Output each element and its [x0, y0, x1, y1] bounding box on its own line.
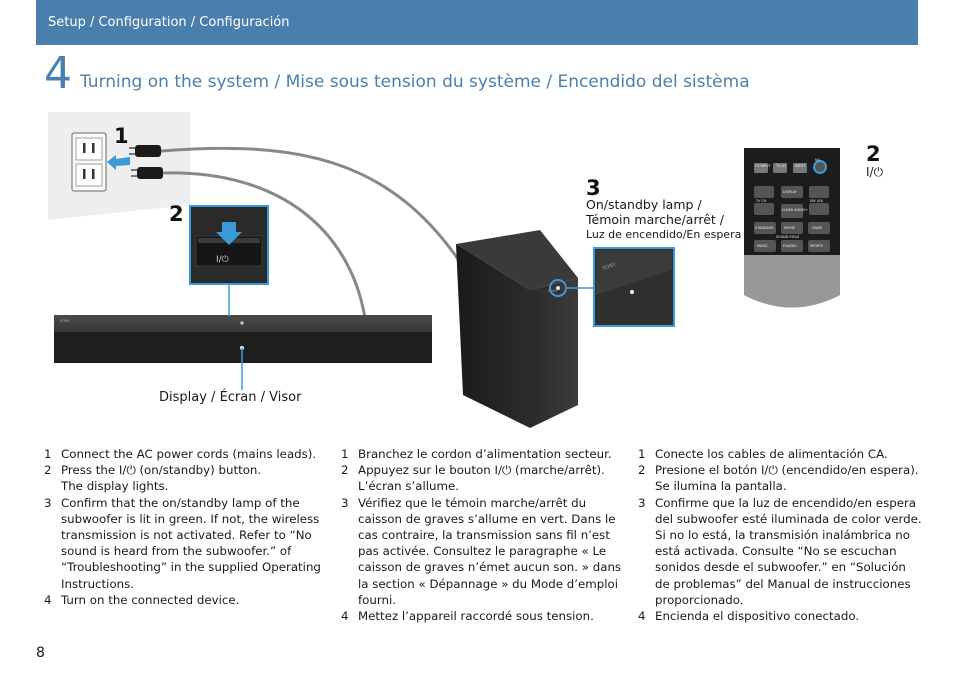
- remote-tv-ch: TV CH: [755, 199, 767, 203]
- item-number: 3: [638, 495, 646, 510]
- lamp-label-fr: Témoin marche/arrêt /: [586, 212, 725, 227]
- callout-3: 3: [586, 176, 601, 200]
- remote-control: TV INPUT TV I/⏻ INPUT I/⏻ DISPLAY TV CH …: [744, 148, 840, 308]
- lamp-label-es: Luz de encendido/En espera: [586, 228, 742, 241]
- callout-remote-2: 2: [866, 142, 881, 166]
- subwoofer-brand: SONY: [548, 289, 559, 293]
- zoom-lamp-dot: [630, 290, 634, 294]
- item-text: Confirme que la luz de encendido/en espe…: [655, 495, 922, 607]
- remote-clear-audio: CLEAR AUDIO+: [782, 208, 808, 212]
- remote-sw-vol: SW VOL: [810, 199, 824, 203]
- power-plug-1: [129, 145, 161, 157]
- subwoofer: SONY: [456, 230, 578, 428]
- remote-power-label: I/⏻: [866, 165, 884, 179]
- list-item: 2 Presione el botón I/⏻ (encendido/en esp…: [638, 462, 923, 494]
- soundbar-brand: SONY: [60, 319, 71, 323]
- power-button-zoom: I/⏻: [189, 205, 269, 285]
- item-text: Press the I/⏻ (on/standby) button. The d…: [61, 463, 262, 494]
- list-item: 4 Turn on the connected device.: [44, 592, 329, 608]
- item-number: 1: [44, 447, 52, 461]
- list-item: 3 Confirm that the on/standby lamp of the…: [44, 495, 329, 592]
- list-item: 4 Encienda el dispositivo conectado.: [638, 608, 923, 624]
- breadcrumb: Setup / Configuration / Configuración: [48, 15, 290, 30]
- remote-display: DISPLAY: [783, 190, 798, 194]
- item-number: 4: [341, 609, 349, 624]
- list-item: 3 Confirme que la luz de encendido/en esp…: [638, 495, 923, 608]
- remote-power-highlight: [813, 160, 827, 174]
- list-item: 3 Vérifiez que le témoin marche/arrêt du …: [341, 495, 626, 608]
- power-button-symbol: I/⏻: [216, 254, 229, 265]
- display-label: Display / Écran / Visor: [159, 390, 302, 405]
- remote-input: INPUT: [795, 164, 806, 168]
- power-plug-2: [131, 167, 163, 179]
- header-bar: Setup / Configuration / Configuración: [36, 0, 918, 45]
- remote-sports: SPORTS: [810, 244, 823, 248]
- item-number: 1: [341, 447, 349, 461]
- power-cord-subwoofer: [160, 146, 462, 263]
- item-number: 3: [341, 495, 349, 510]
- list-item: 1 Conecte los cables de alimentación CA.: [638, 446, 923, 462]
- instruction-list-fr: 1 Branchez le cordon d’alimentation secte…: [341, 446, 626, 624]
- lamp-label-en: On/standby lamp /: [586, 197, 702, 212]
- plug-in-arrow: [107, 155, 130, 170]
- list-item: 2 Appuyez sur le bouton I/⏻ (marche/arrêt…: [341, 462, 626, 494]
- on-standby-lamp: [556, 286, 560, 290]
- item-text: Mettez l’appareil raccordé sous tension.: [358, 609, 594, 624]
- list-item: 1 Branchez le cordon d’alimentation secte…: [341, 446, 626, 462]
- item-text: Presione el botón I/⏻ (encendido/en espe…: [655, 463, 919, 494]
- press-arrow: [216, 222, 242, 245]
- power-cord-soundbar: [162, 171, 367, 319]
- page-number: 8: [36, 645, 45, 661]
- item-text: Conecte los cables de alimentación CA.: [655, 447, 888, 461]
- instruction-list-en: 1 Connect the AC power cords (mains leads…: [44, 446, 329, 608]
- item-number: 4: [638, 609, 646, 624]
- item-text: Branchez le cordon d’alimentation secteu…: [358, 447, 612, 461]
- step-number: 4: [44, 48, 72, 99]
- item-text: Turn on the connected device.: [61, 592, 240, 607]
- wall-outlet: [71, 132, 107, 192]
- item-text: Confirm that the on/standby lamp of the …: [61, 495, 321, 591]
- callout-2: 2: [169, 202, 184, 226]
- remote-standard: STANDARD: [755, 226, 774, 230]
- list-item: 4 Mettez l’appareil raccordé sous tension…: [341, 608, 626, 624]
- zoom-brand: SONY: [602, 262, 618, 272]
- soundbar: SONY: [54, 315, 432, 363]
- item-text: Connect the AC power cords (mains leads)…: [61, 447, 317, 461]
- remote-tv-input: TV INPUT: [754, 164, 772, 168]
- instructions-en: 1 Connect the AC power cords (mains leads…: [44, 446, 329, 608]
- item-text: Encienda el dispositivo conectado.: [655, 609, 860, 624]
- callout-1: 1: [114, 124, 129, 148]
- remote-movie: MOVIE: [784, 226, 795, 230]
- remote-sound-field: SOUND FIELD: [776, 235, 800, 239]
- remote-power: I/⏻: [815, 158, 820, 162]
- item-number: 2: [341, 463, 349, 478]
- item-number: 2: [44, 463, 52, 478]
- item-number: 1: [638, 447, 646, 461]
- remote-music: MUSIC: [757, 244, 769, 248]
- remote-p-audio: P.AUDIO: [783, 244, 797, 248]
- item-text: Vérifiez que le témoin marche/arrêt du c…: [358, 495, 622, 607]
- lamp-zoom: SONY: [593, 247, 675, 327]
- soundbar-display-dot: [240, 321, 244, 325]
- item-number: 3: [44, 495, 52, 510]
- lamp-label: On/standby lamp / Témoin marche/arrêt / …: [586, 197, 741, 242]
- setup-illustration: SONY I/⏻ SONY SONY: [48, 112, 840, 428]
- item-number: 2: [638, 463, 646, 478]
- item-number: 4: [44, 592, 52, 607]
- instructions-fr: 1 Branchez le cordon d’alimentation secte…: [341, 446, 626, 624]
- item-text: Appuyez sur le bouton I/⏻ (marche/arrêt)…: [358, 463, 605, 494]
- remote-tv-io: TV I/⏻: [775, 164, 787, 168]
- remote-game: GAME: [812, 226, 822, 230]
- step-title: Turning on the system / Mise sous tensio…: [80, 72, 750, 92]
- list-item: 2 Press the I/⏻ (on/standby) button. The …: [44, 462, 329, 494]
- list-item: 1 Connect the AC power cords (mains leads…: [44, 446, 329, 462]
